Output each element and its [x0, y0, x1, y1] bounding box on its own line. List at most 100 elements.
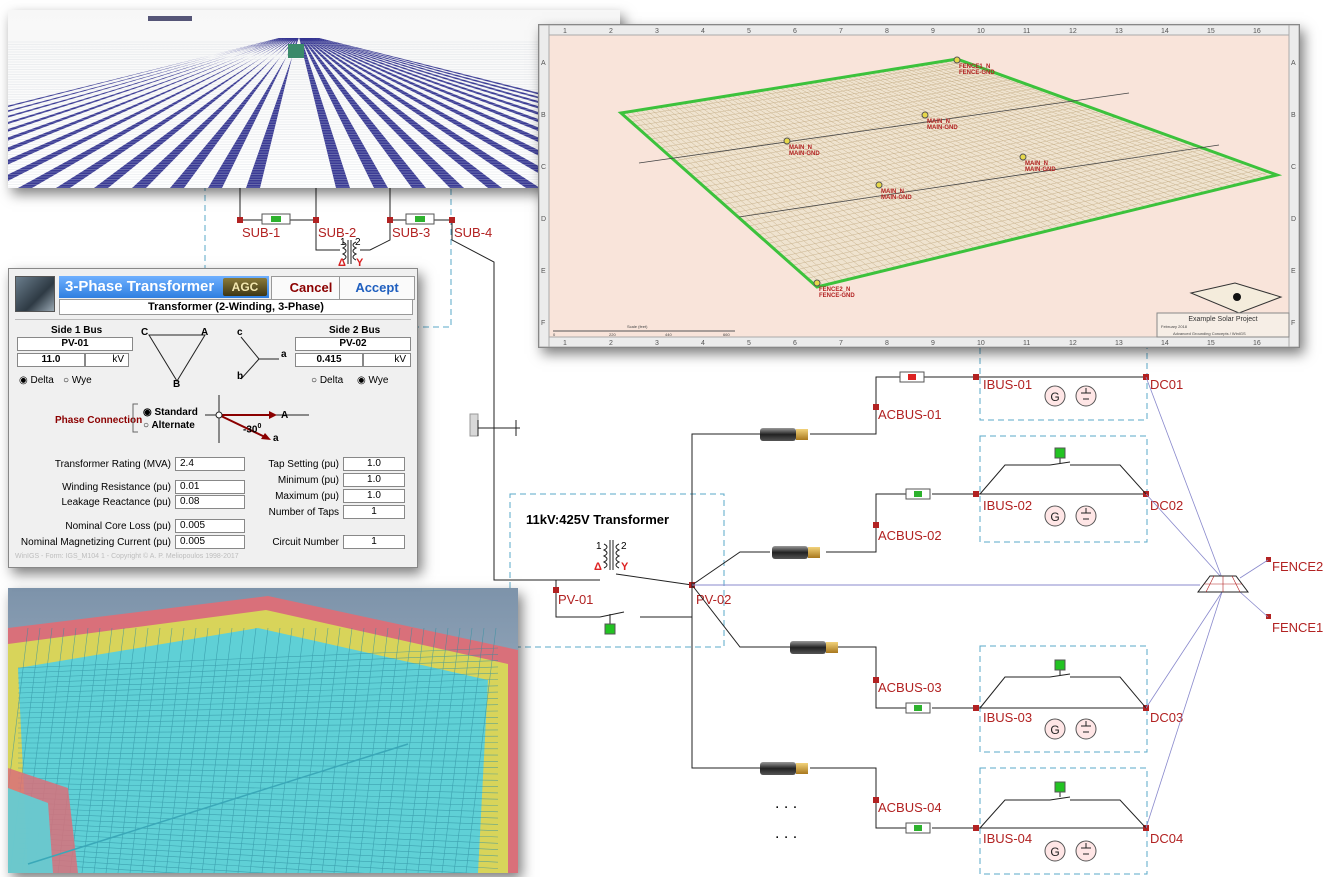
rating-field[interactable]: 2.4 [175, 457, 245, 471]
column-number-bottom: 2 [609, 340, 613, 347]
main-node-1[interactable] [783, 137, 791, 145]
sub-breaker-2[interactable] [405, 213, 435, 225]
solar-array-3d-view[interactable] [8, 10, 620, 188]
phasor-diagram [205, 395, 309, 443]
bus-acbus-04[interactable]: ACBUS-04 [878, 800, 942, 815]
grid-hatch-line [650, 76, 1006, 140]
bus-dc04[interactable]: DC04 [1150, 831, 1183, 846]
circuit-number-field[interactable]: 1 [343, 535, 405, 549]
bus-pv-02[interactable]: PV-02 [696, 592, 731, 607]
surface-ridge-line [17, 797, 499, 813]
accept-button[interactable]: Accept [339, 276, 415, 300]
winding-diagram [148, 334, 279, 382]
side1-label: Side 1 Bus [51, 325, 103, 336]
side2-bus-field[interactable]: PV-02 [295, 337, 411, 351]
surface-ridge-line [17, 822, 499, 844]
title-block [1156, 312, 1290, 338]
side1-bus-field[interactable]: PV-01 [17, 337, 133, 351]
surface-ridge-line [17, 772, 499, 781]
dc-switch-3[interactable] [1054, 659, 1066, 671]
cable-4[interactable] [760, 762, 808, 775]
tap-min-field[interactable]: 1.0 [343, 473, 405, 487]
leakage-reactance-field[interactable]: 0.08 [175, 495, 245, 509]
number-of-taps-field[interactable]: 1 [343, 505, 405, 519]
bus-sub-2[interactable]: SUB-2 [318, 225, 356, 240]
sub-breaker-1[interactable] [261, 213, 291, 225]
column-number: 9 [931, 28, 935, 35]
column-number: 5 [747, 28, 751, 35]
bus-acbus-02[interactable]: ACBUS-02 [878, 528, 942, 543]
generator-4[interactable] [1044, 840, 1066, 862]
bus-dc02[interactable]: DC02 [1150, 498, 1183, 513]
main-node-3[interactable] [1019, 153, 1027, 161]
fence1-marker-sub: FENCE-GND [959, 70, 995, 76]
bus-sub-4[interactable]: SUB-4 [454, 225, 492, 240]
dc-source-2[interactable] [1075, 505, 1097, 527]
tap-setting-label: Tap Setting (pu) [268, 459, 339, 470]
column-number-bottom: 10 [977, 340, 985, 347]
bus-dc01[interactable]: DC01 [1150, 377, 1183, 392]
ground-grid-symbol[interactable] [1197, 575, 1249, 593]
core-loss-label: Nominal Core Loss (pu) [65, 521, 171, 532]
potential-surface-3d-view[interactable] [8, 588, 518, 873]
main-node-4[interactable] [875, 181, 883, 189]
cable-2[interactable] [772, 546, 820, 559]
bus-ibus-02[interactable]: IBUS-02 [983, 498, 1032, 513]
bus-pv-01[interactable]: PV-01 [558, 592, 593, 607]
standard-radio[interactable]: ◉ Standard [143, 407, 198, 418]
dc-switch-2[interactable] [1054, 447, 1066, 459]
side1-wye-radio[interactable]: ○ Wye [63, 375, 92, 386]
tap-max-field[interactable]: 1.0 [343, 489, 405, 503]
bus-ibus-04[interactable]: IBUS-04 [983, 831, 1032, 846]
side1-delta-radio[interactable]: ◉ Delta [19, 375, 54, 386]
side2-kv-field[interactable]: 0.415 [295, 353, 363, 367]
ac-breaker-2[interactable] [905, 488, 931, 500]
dc-source-1[interactable] [1075, 385, 1097, 407]
side2-wye-radio[interactable]: ◉ Wye [357, 375, 389, 386]
generator-1[interactable] [1044, 385, 1066, 407]
column-number-bottom: 16 [1253, 340, 1261, 347]
dc-source-4[interactable] [1075, 840, 1097, 862]
fence-outline[interactable] [617, 57, 1283, 289]
fence1-node[interactable] [953, 56, 961, 64]
generator-3[interactable] [1044, 718, 1066, 740]
ac-breaker-1[interactable] [899, 371, 925, 383]
winding-resistance-field[interactable]: 0.01 [175, 480, 245, 494]
bus-ibus-01[interactable]: IBUS-01 [983, 377, 1032, 392]
main-node-2[interactable] [921, 111, 929, 119]
magnetizing-current-field[interactable]: 0.005 [175, 535, 245, 549]
bus-acbus-01[interactable]: ACBUS-01 [878, 407, 942, 422]
cable-1[interactable] [760, 428, 808, 441]
side2-delta-radio[interactable]: ○ Delta [311, 375, 344, 386]
bus-fence2[interactable]: FENCE2 [1272, 559, 1323, 574]
gen-label-1: G [1050, 390, 1059, 404]
ac-breaker-4[interactable] [905, 822, 931, 834]
bus-fence1[interactable]: FENCE1 [1272, 620, 1323, 635]
dc-source-3[interactable] [1075, 718, 1097, 740]
cable-3[interactable] [790, 641, 838, 654]
underground-cable-symbol[interactable] [469, 413, 517, 437]
surface-ridge-line [17, 862, 180, 873]
fence2-node[interactable] [813, 279, 821, 287]
side1-kv-field[interactable]: 11.0 [17, 353, 85, 367]
column-number-bottom: 5 [747, 340, 751, 347]
ac-breaker-3[interactable] [905, 702, 931, 714]
bus-sub-3[interactable]: SUB-3 [392, 225, 430, 240]
tap-setting-field[interactable]: 1.0 [343, 457, 405, 471]
bus-ibus-03[interactable]: IBUS-03 [983, 710, 1032, 725]
generator-2[interactable] [1044, 505, 1066, 527]
column-number: 11 [1023, 28, 1030, 35]
core-loss-field[interactable]: 0.005 [175, 519, 245, 533]
alternate-radio[interactable]: ○ Alternate [143, 420, 195, 431]
bus-dc03[interactable]: DC03 [1150, 710, 1183, 725]
main-marker-4-id: MAIN_N [881, 189, 904, 195]
dc-switch-4[interactable] [1054, 781, 1066, 793]
bus-sub-1[interactable]: SUB-1 [242, 225, 280, 240]
phasor-A-label: A [281, 410, 289, 421]
bus-acbus-03[interactable]: ACBUS-03 [878, 680, 942, 695]
pv-transformer-symbol[interactable] [602, 540, 621, 570]
surface-ridge-line [333, 627, 365, 873]
side2-delta-label: Delta [319, 375, 344, 386]
pv-ground-switch[interactable] [599, 611, 625, 635]
